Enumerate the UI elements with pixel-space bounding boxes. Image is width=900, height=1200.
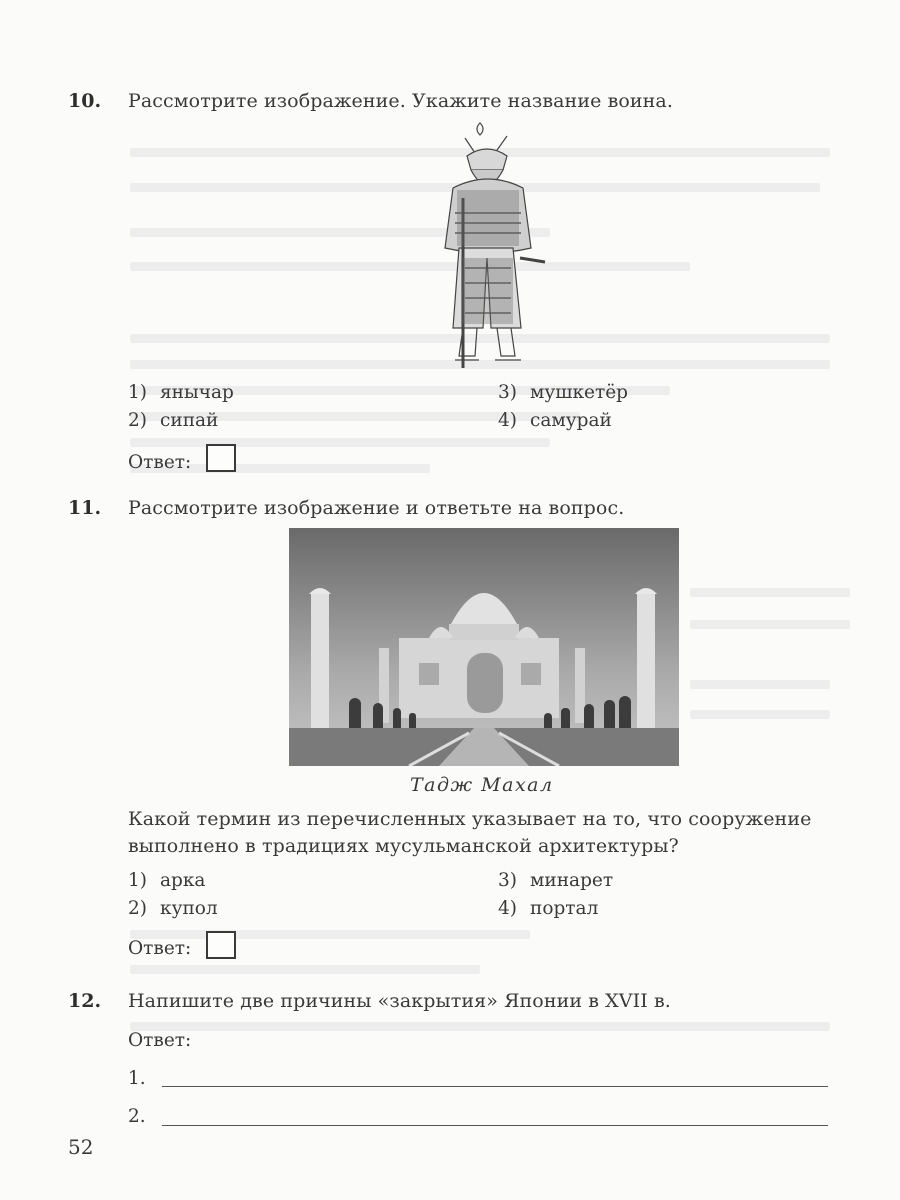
- question-number: 11.: [68, 497, 102, 519]
- question-number: 12.: [68, 990, 102, 1012]
- option-2[interactable]: 2)сипай: [128, 410, 219, 431]
- answer-label: Ответ:: [128, 1030, 192, 1051]
- answer-label: Ответ:: [128, 452, 192, 473]
- answer-line-2[interactable]: [162, 1125, 828, 1126]
- answer-box[interactable]: [206, 444, 236, 472]
- question-text: Рассмотрите изображение. Укажите названи…: [128, 90, 674, 112]
- image-caption: Тадж Махал: [410, 774, 554, 796]
- option-1[interactable]: 1)янычар: [128, 382, 234, 403]
- option-3[interactable]: 3)мушкетёр: [498, 382, 629, 403]
- answer-label: Ответ:: [128, 938, 192, 959]
- option-1[interactable]: 1)арка: [128, 870, 206, 891]
- option-3[interactable]: 3)минарет: [498, 870, 614, 891]
- option-4[interactable]: 4)самурай: [498, 410, 612, 431]
- answer-box[interactable]: [206, 931, 236, 959]
- answer-line-number: 2.: [128, 1106, 146, 1127]
- taj-mahal-photo: [289, 528, 679, 766]
- samurai-illustration: [444, 122, 546, 368]
- answer-line-1[interactable]: [162, 1086, 828, 1087]
- question-text: Рассмотрите изображение и ответьте на во…: [128, 497, 625, 519]
- page-number: 52: [68, 1135, 94, 1159]
- option-4[interactable]: 4)портал: [498, 898, 599, 919]
- answer-line-number: 1.: [128, 1068, 146, 1089]
- question-text: Напишите две причины «закрытия» Японии в…: [128, 990, 671, 1012]
- subquestion-line-2: выполнено в традициях мусульманской архи…: [128, 835, 679, 857]
- option-2[interactable]: 2)купол: [128, 898, 218, 919]
- subquestion-line-1: Какой термин из перечисленных указывает …: [128, 808, 812, 830]
- question-number: 10.: [68, 90, 102, 112]
